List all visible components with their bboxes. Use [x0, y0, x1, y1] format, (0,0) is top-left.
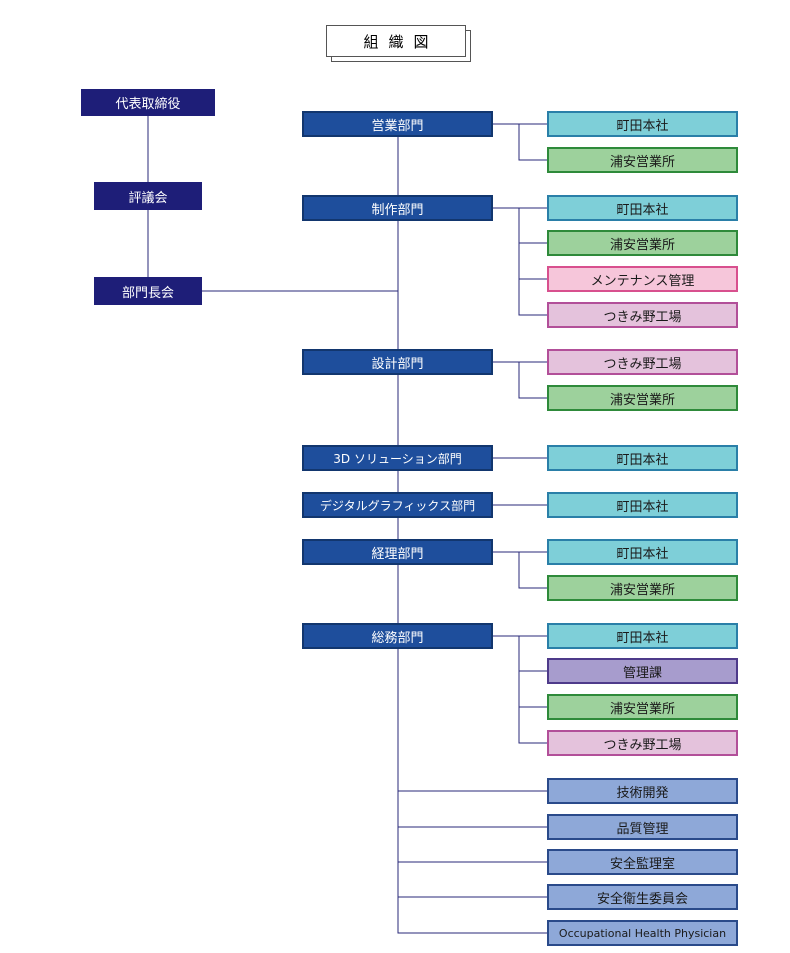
- office-machida-hq: 町田本社: [547, 445, 738, 471]
- dept-accounting: 経理部門: [302, 539, 493, 565]
- office-urayasu: 浦安営業所: [547, 575, 738, 601]
- office-tsukimino-factory: つきみ野工場: [547, 730, 738, 756]
- connector-line: [397, 920, 547, 934]
- dept-production: 制作部門: [302, 195, 493, 221]
- office-tsukimino-factory: つきみ野工場: [547, 302, 738, 328]
- connector-line: [518, 208, 547, 316]
- dept-digital-graphics: デジタルグラフィックス部門: [302, 492, 493, 518]
- page-title: 組織図: [326, 25, 466, 57]
- office-machida-hq: 町田本社: [547, 195, 738, 221]
- office-urayasu: 浦安営業所: [547, 230, 738, 256]
- connector-line: [518, 552, 547, 589]
- exec-council: 評議会: [94, 182, 202, 210]
- unit-occupational-health-physician: Occupational Health Physician: [547, 920, 738, 946]
- office-urayasu: 浦安営業所: [547, 385, 738, 411]
- unit-quality-control: 品質管理: [547, 814, 738, 840]
- office-urayasu: 浦安営業所: [547, 694, 738, 720]
- unit-tech-development: 技術開発: [547, 778, 738, 804]
- office-tsukimino-factory: つきみ野工場: [547, 349, 738, 375]
- connector-line: [518, 362, 547, 399]
- office-machida-hq: 町田本社: [547, 539, 738, 565]
- connector-line: [518, 124, 547, 161]
- dept-3d-solution: 3D ソリューション部門: [302, 445, 493, 471]
- dept-general-affairs: 総務部門: [302, 623, 493, 649]
- dept-design: 設計部門: [302, 349, 493, 375]
- dept-sales: 営業部門: [302, 111, 493, 137]
- office-machida-hq: 町田本社: [547, 111, 738, 137]
- office-maintenance: メンテナンス管理: [547, 266, 738, 292]
- unit-safety-health-committee: 安全衛生委員会: [547, 884, 738, 910]
- exec-department-heads-meeting: 部門長会: [94, 277, 202, 305]
- office-management-section: 管理課: [547, 658, 738, 684]
- office-urayasu: 浦安営業所: [547, 147, 738, 173]
- exec-representative-director: 代表取締役: [81, 89, 215, 116]
- office-machida-hq: 町田本社: [547, 623, 738, 649]
- unit-safety-supervision: 安全監理室: [547, 849, 738, 875]
- connector-line: [518, 636, 547, 744]
- office-machida-hq: 町田本社: [547, 492, 738, 518]
